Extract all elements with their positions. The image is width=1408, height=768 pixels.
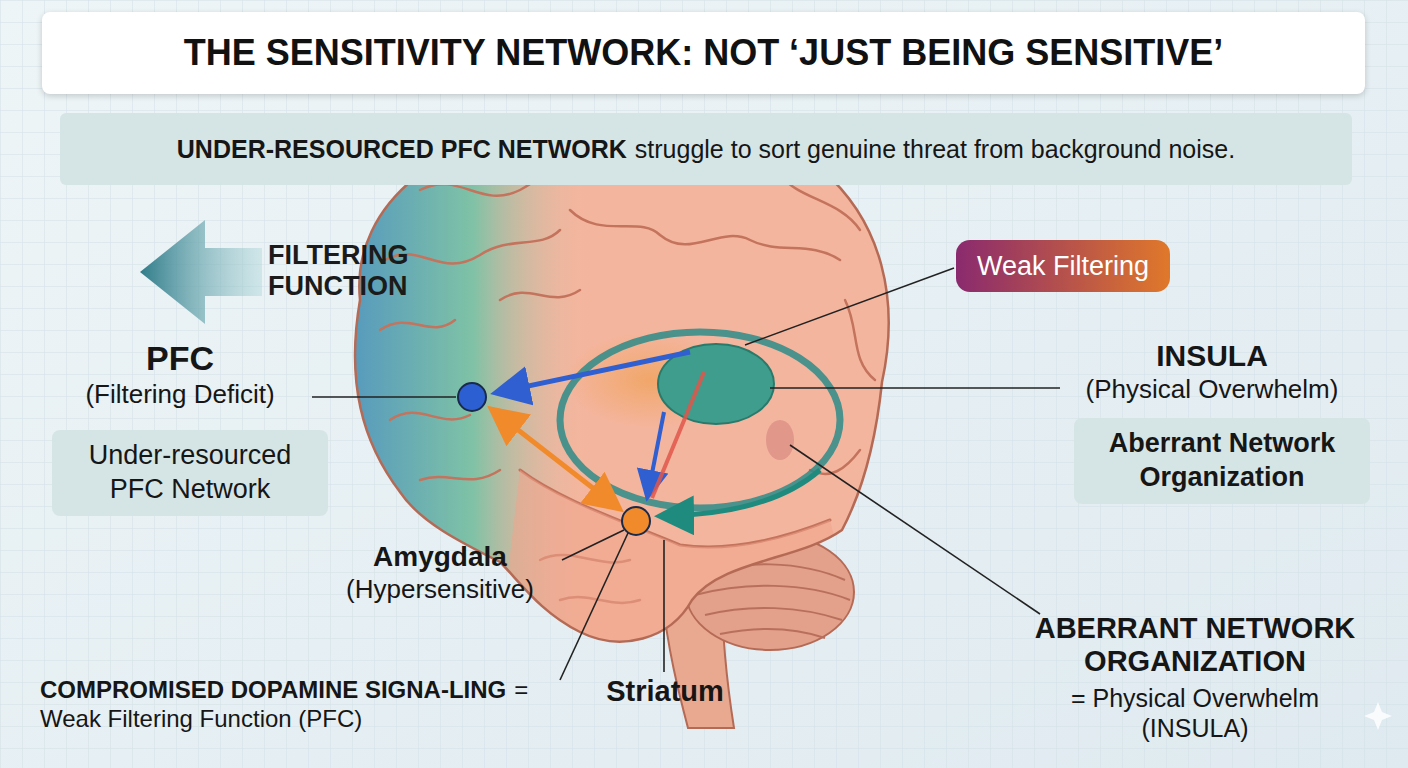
- node-text: Weak Filtering: [977, 251, 1149, 282]
- illustration-part: [385, 230, 560, 264]
- illustration-part: [1364, 702, 1392, 730]
- label-group: FILTERING FUNCTION: [268, 240, 438, 302]
- title-box: THE SENSITIVITY NETWORK: NOT ‘JUST BEING…: [42, 12, 1365, 94]
- node-text: struggle to sort genuine threat from bac…: [635, 135, 1235, 164]
- illustration-part: [664, 470, 820, 516]
- title: THE SENSITIVITY NETWORK: NOT ‘JUST BEING…: [184, 32, 1223, 74]
- label-group: COMPROMISED DOPAMINE SIGNA-LING= Weak Fi…: [40, 676, 540, 734]
- illustration-part: [560, 332, 840, 508]
- node-text: UNDER-RESOURCED PFC NETWORK: [177, 135, 627, 164]
- illustration-part: [790, 445, 1040, 614]
- illustration-part: [648, 412, 664, 494]
- label-group: Amygdala(Hypersensitive): [320, 540, 560, 605]
- illustration-part: [663, 540, 665, 672]
- illustration-part: [312, 396, 456, 398]
- label: COMPROMISED DOPAMINE SIGNA-LING: [40, 676, 506, 703]
- illustration-part: [140, 220, 262, 324]
- illustration-part: [770, 387, 1060, 389]
- illustration-part: [720, 629, 825, 638]
- label: (Filtering Deficit): [50, 379, 310, 410]
- label-group: PFC(Filtering Deficit): [50, 338, 310, 410]
- illustration-part: [312, 268, 1060, 680]
- illustration-part: [390, 413, 470, 420]
- info-box: Under-resourced PFC Network: [52, 430, 328, 516]
- illustration-part: [845, 300, 875, 380]
- illustration-part: [705, 608, 842, 620]
- illustration-part: [622, 507, 650, 535]
- illustration-part: [745, 268, 954, 345]
- label: INSULA: [1062, 338, 1362, 374]
- illustration-part: [495, 412, 616, 506]
- illustration-part: [500, 290, 580, 300]
- label-group: Striatum: [600, 674, 730, 709]
- label-group: INSULA(Physical Overwhelm): [1062, 338, 1362, 405]
- node-text: Under-resourced PFC Network: [64, 439, 316, 507]
- label: = Physical Overwhelm (INSULA): [1030, 683, 1360, 743]
- label: (Physical Overwhelm): [1062, 374, 1362, 405]
- info-box: Aberrant Network Organization: [1074, 418, 1370, 504]
- illustration-part: [652, 372, 704, 498]
- label: PFC: [50, 338, 310, 379]
- label: Amygdala: [320, 540, 560, 574]
- illustration-part: [560, 533, 628, 680]
- subtitle-band: UNDER-RESOURCED PFC NETWORK struggle to s…: [60, 113, 1352, 185]
- label: FILTERING FUNCTION: [268, 240, 408, 301]
- illustration-part: [458, 383, 486, 411]
- label: Striatum: [606, 675, 724, 707]
- illustration-part: [500, 352, 690, 392]
- illustration-part: [695, 586, 850, 600]
- illustration-part: [380, 320, 455, 330]
- node-text: Aberrant Network Organization: [1086, 427, 1358, 495]
- label: (Hypersensitive): [320, 574, 560, 605]
- label-group: ABERRANT NETWORK ORGANIZATION= Physical …: [1030, 612, 1360, 743]
- pill-label: Weak Filtering: [956, 240, 1170, 292]
- label: ABERRANT NETWORK ORGANIZATION: [1030, 612, 1360, 679]
- illustration-part: [570, 210, 840, 260]
- illustration-part: [562, 530, 624, 560]
- illustration-part: [420, 470, 500, 480]
- illustration-part: [766, 420, 794, 460]
